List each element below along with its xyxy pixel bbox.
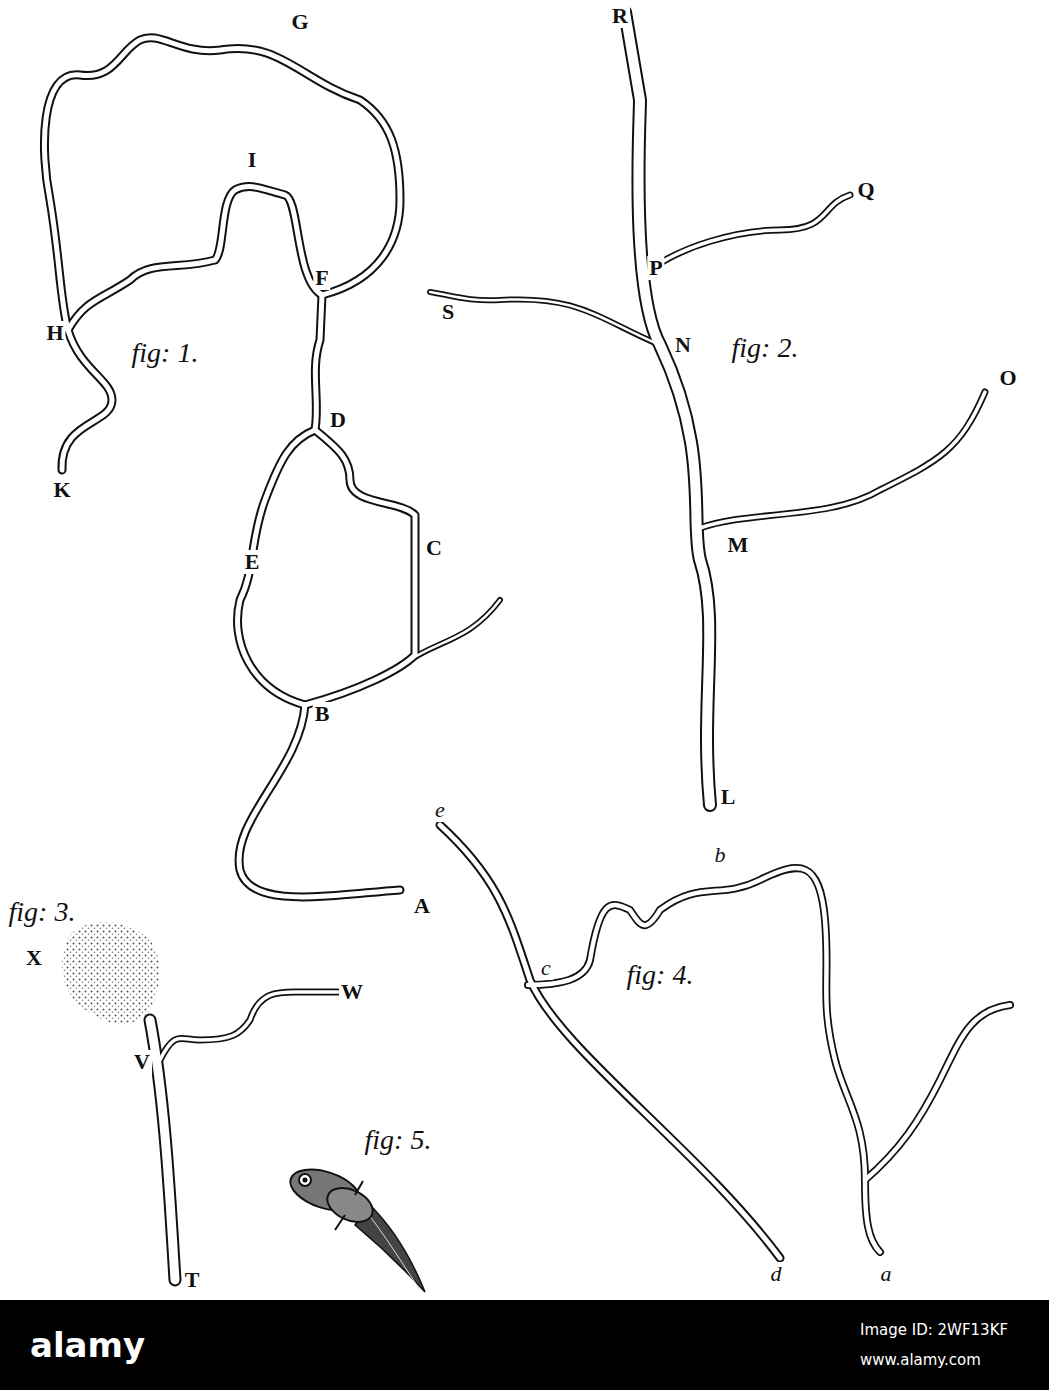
part-letter: D [328, 408, 348, 432]
part-letter: A [412, 894, 432, 918]
part-letter: G [289, 10, 310, 34]
watermark: Image ID: 2WF13KF [860, 1323, 1008, 1338]
part-letter: O [997, 366, 1018, 390]
part-letter: X [24, 946, 44, 970]
figure-caption: fig: 2. [729, 333, 802, 363]
part-letter: W [339, 980, 365, 1004]
part-letter: e [433, 798, 447, 822]
part-letter: d [769, 1262, 784, 1286]
part-letter: T [183, 1268, 202, 1292]
watermark: www.alamy.com [860, 1353, 981, 1368]
figure-caption: fig: 4. [624, 960, 697, 990]
part-letter: a [879, 1262, 894, 1286]
part-letter: c [539, 956, 553, 980]
part-letter: M [726, 533, 751, 557]
part-letter: K [51, 478, 72, 502]
part-letter: F [313, 266, 330, 290]
figure-caption: fig: 5. [362, 1125, 435, 1155]
tadpole-figure [285, 1162, 425, 1292]
part-letter: B [313, 702, 332, 726]
stippled-cluster [62, 922, 160, 1024]
figure-caption: fig: 1. [129, 338, 202, 368]
part-letter: E [243, 550, 262, 574]
watermark: alamy [30, 1328, 145, 1362]
part-letter: C [424, 536, 444, 560]
part-letter: H [44, 321, 65, 345]
part-letter: V [132, 1050, 152, 1074]
part-letter: N [673, 333, 693, 357]
watermark-bar [0, 1300, 1049, 1390]
vessel-outline [44, 12, 1010, 1280]
part-letter: P [647, 256, 664, 280]
part-letter: S [440, 300, 456, 324]
part-letter: b [713, 843, 728, 867]
part-letter: R [610, 4, 630, 28]
part-letter: I [246, 148, 259, 172]
part-letter: Q [855, 178, 876, 202]
figure-caption: fig: 3. [6, 897, 79, 927]
part-letter: L [719, 785, 738, 809]
